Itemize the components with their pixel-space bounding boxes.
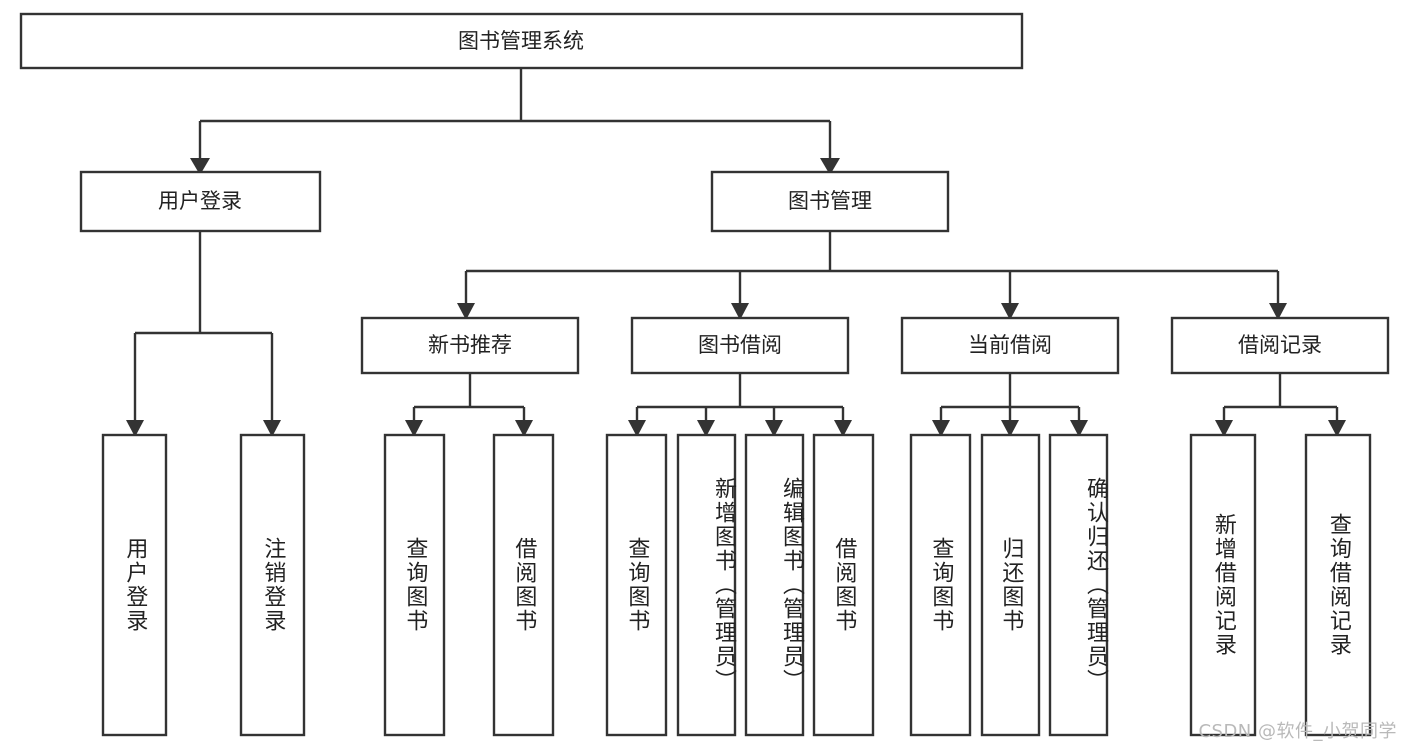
arrowhead-leaf-borrow-book-2	[834, 420, 852, 437]
node-root-label: 图书管理系统	[458, 29, 584, 53]
node-leaf-return-book[interactable]	[980, 433, 1041, 737]
arrowhead-leaf-logout-login	[263, 420, 281, 437]
node-book-manage[interactable]	[710, 170, 950, 233]
arrowhead-leaf-add-book	[697, 420, 715, 437]
node-current-borrow-label: 当前借阅	[968, 333, 1052, 357]
node-current-borrow[interactable]	[900, 316, 1120, 375]
arrowhead-leaf-user-login	[126, 420, 144, 437]
node-new-book-recommend[interactable]	[360, 316, 580, 375]
node-leaf-add-book[interactable]	[676, 433, 737, 737]
arrowhead-leaf-edit-book	[765, 420, 783, 437]
arrowhead-leaf-confirm-return	[1070, 420, 1088, 437]
node-leaf-query-book-1[interactable]	[383, 433, 446, 737]
node-root-book-management-system[interactable]	[19, 12, 1024, 70]
node-leaf-query-book-3[interactable]	[909, 433, 972, 737]
arrowhead-user-login	[190, 158, 210, 175]
arrowhead-new-book-recommend	[457, 303, 475, 320]
arrowhead-leaf-query-record	[1328, 420, 1346, 437]
arrowhead-leaf-query-book-3	[932, 420, 950, 437]
node-layer: 图书管理系统 用户登录 图书管理 新书推荐 图书借阅 当前借阅 借阅记录	[19, 12, 1390, 737]
arrowhead-leaf-borrow-book-1	[515, 420, 533, 437]
node-borrow-record-label: 借阅记录	[1238, 333, 1322, 357]
node-leaf-add-record[interactable]	[1189, 433, 1257, 737]
node-user-login[interactable]	[79, 170, 322, 233]
node-borrow-record[interactable]	[1170, 316, 1390, 375]
node-leaf-borrow-book-2[interactable]	[812, 433, 875, 737]
node-book-manage-label: 图书管理	[788, 189, 872, 213]
node-leaf-borrow-book-1[interactable]	[492, 433, 555, 737]
arrowhead-leaf-return-book	[1001, 420, 1019, 437]
node-user-login-label: 用户登录	[158, 189, 242, 213]
arrowhead-leaf-query-book-1	[405, 420, 423, 437]
node-leaf-query-book-2[interactable]	[605, 433, 668, 737]
node-leaf-query-record[interactable]	[1304, 433, 1372, 737]
node-book-borrow-label: 图书借阅	[698, 333, 782, 357]
arrowhead-book-borrow	[731, 303, 749, 320]
arrowhead-book-manage	[820, 158, 840, 175]
arrowhead-borrow-record	[1269, 303, 1287, 320]
arrowhead-leaf-add-record	[1215, 420, 1233, 437]
csdn-watermark: CSDN @软件_小贺同学	[1198, 721, 1397, 742]
node-new-book-recommend-label: 新书推荐	[428, 333, 512, 357]
node-book-borrow[interactable]	[630, 316, 850, 375]
node-leaf-edit-book[interactable]	[744, 433, 805, 737]
arrowhead-current-borrow	[1001, 303, 1019, 320]
arrowhead-leaf-query-book-2	[628, 420, 646, 437]
connector-layer	[126, 68, 1346, 437]
node-leaf-confirm-return[interactable]	[1048, 433, 1109, 737]
node-leaf-logout-login[interactable]	[239, 433, 306, 737]
node-leaf-user-login[interactable]	[101, 433, 168, 737]
